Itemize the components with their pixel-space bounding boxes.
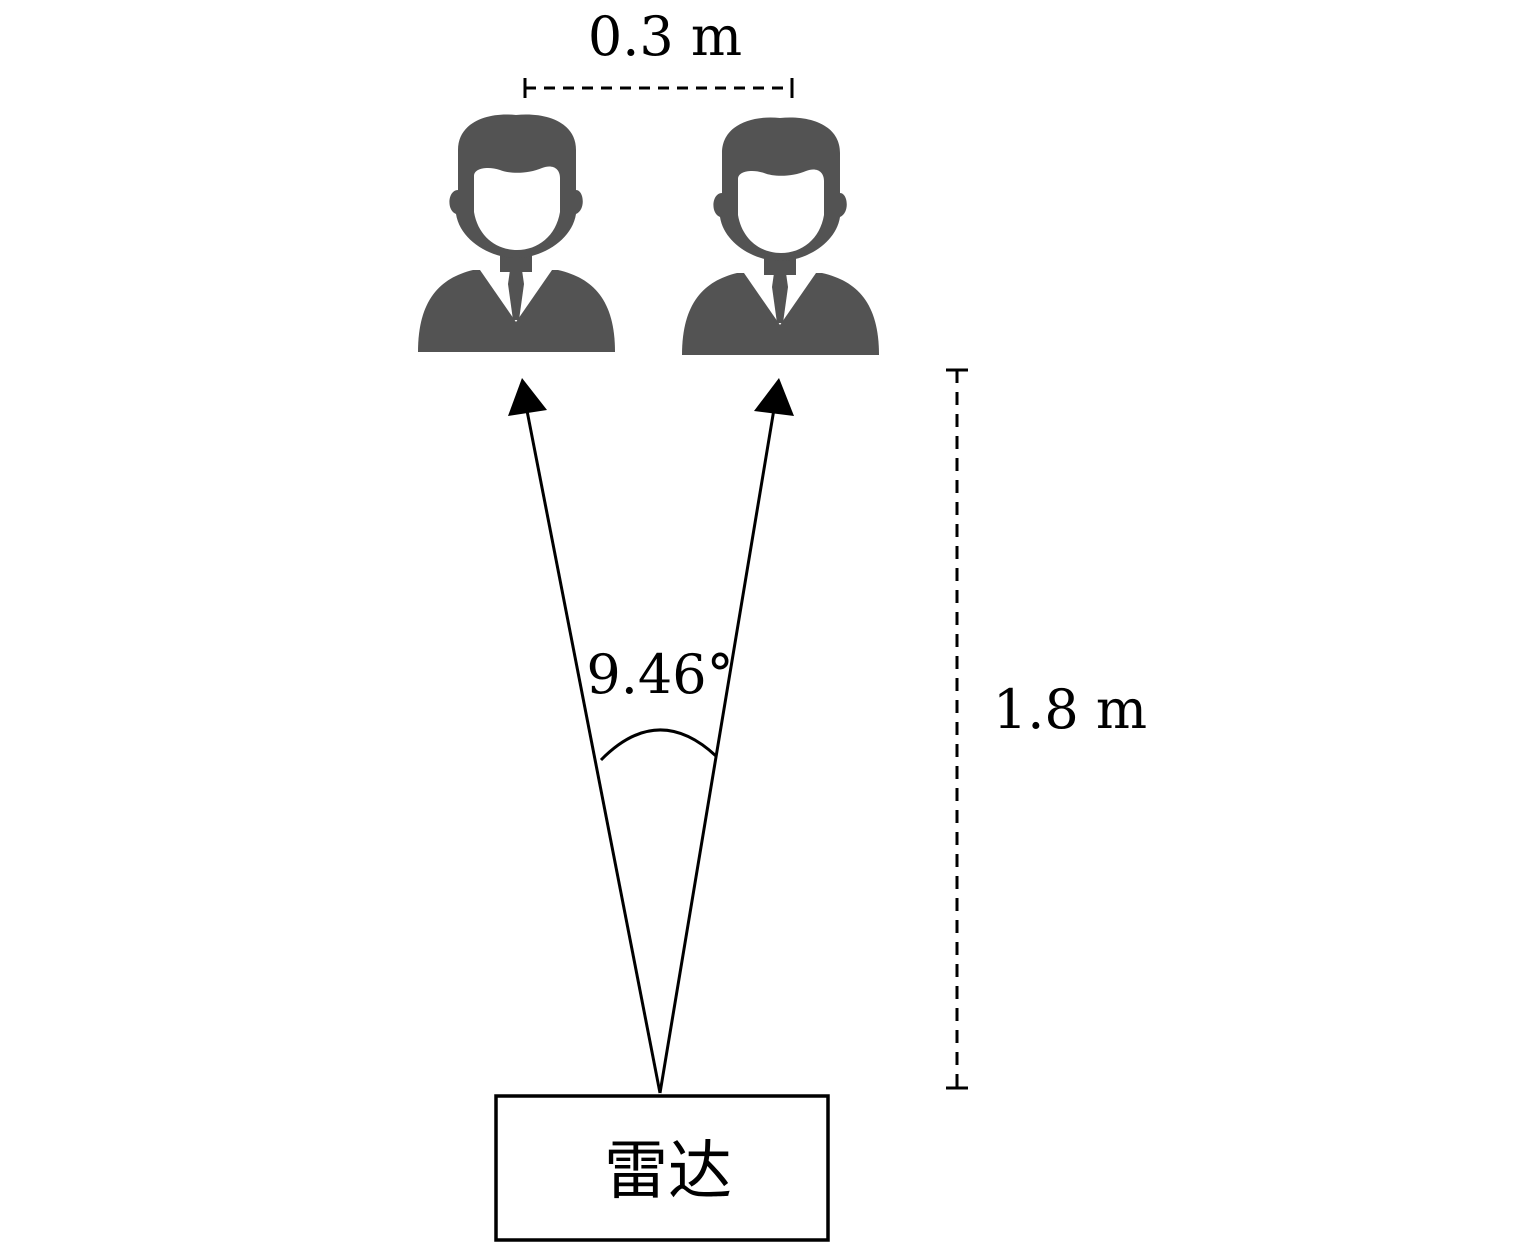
distance-label: 1.8 m [993,678,1147,741]
person-icon [418,114,615,352]
angle-label: 9.46° [586,643,733,706]
arrow-right [658,384,780,1094]
angle-arc [599,728,718,762]
radar-box [494,1094,830,1242]
arrowhead-left [508,378,547,416]
spacing-dimension [523,78,794,98]
arrowhead-right [754,378,794,416]
radar-label: 雷达 [604,1135,732,1209]
spacing-label: 0.3 m [588,5,742,68]
arrow-left [520,384,662,1094]
person-icon [682,117,879,355]
distance-dimension [946,368,968,1090]
